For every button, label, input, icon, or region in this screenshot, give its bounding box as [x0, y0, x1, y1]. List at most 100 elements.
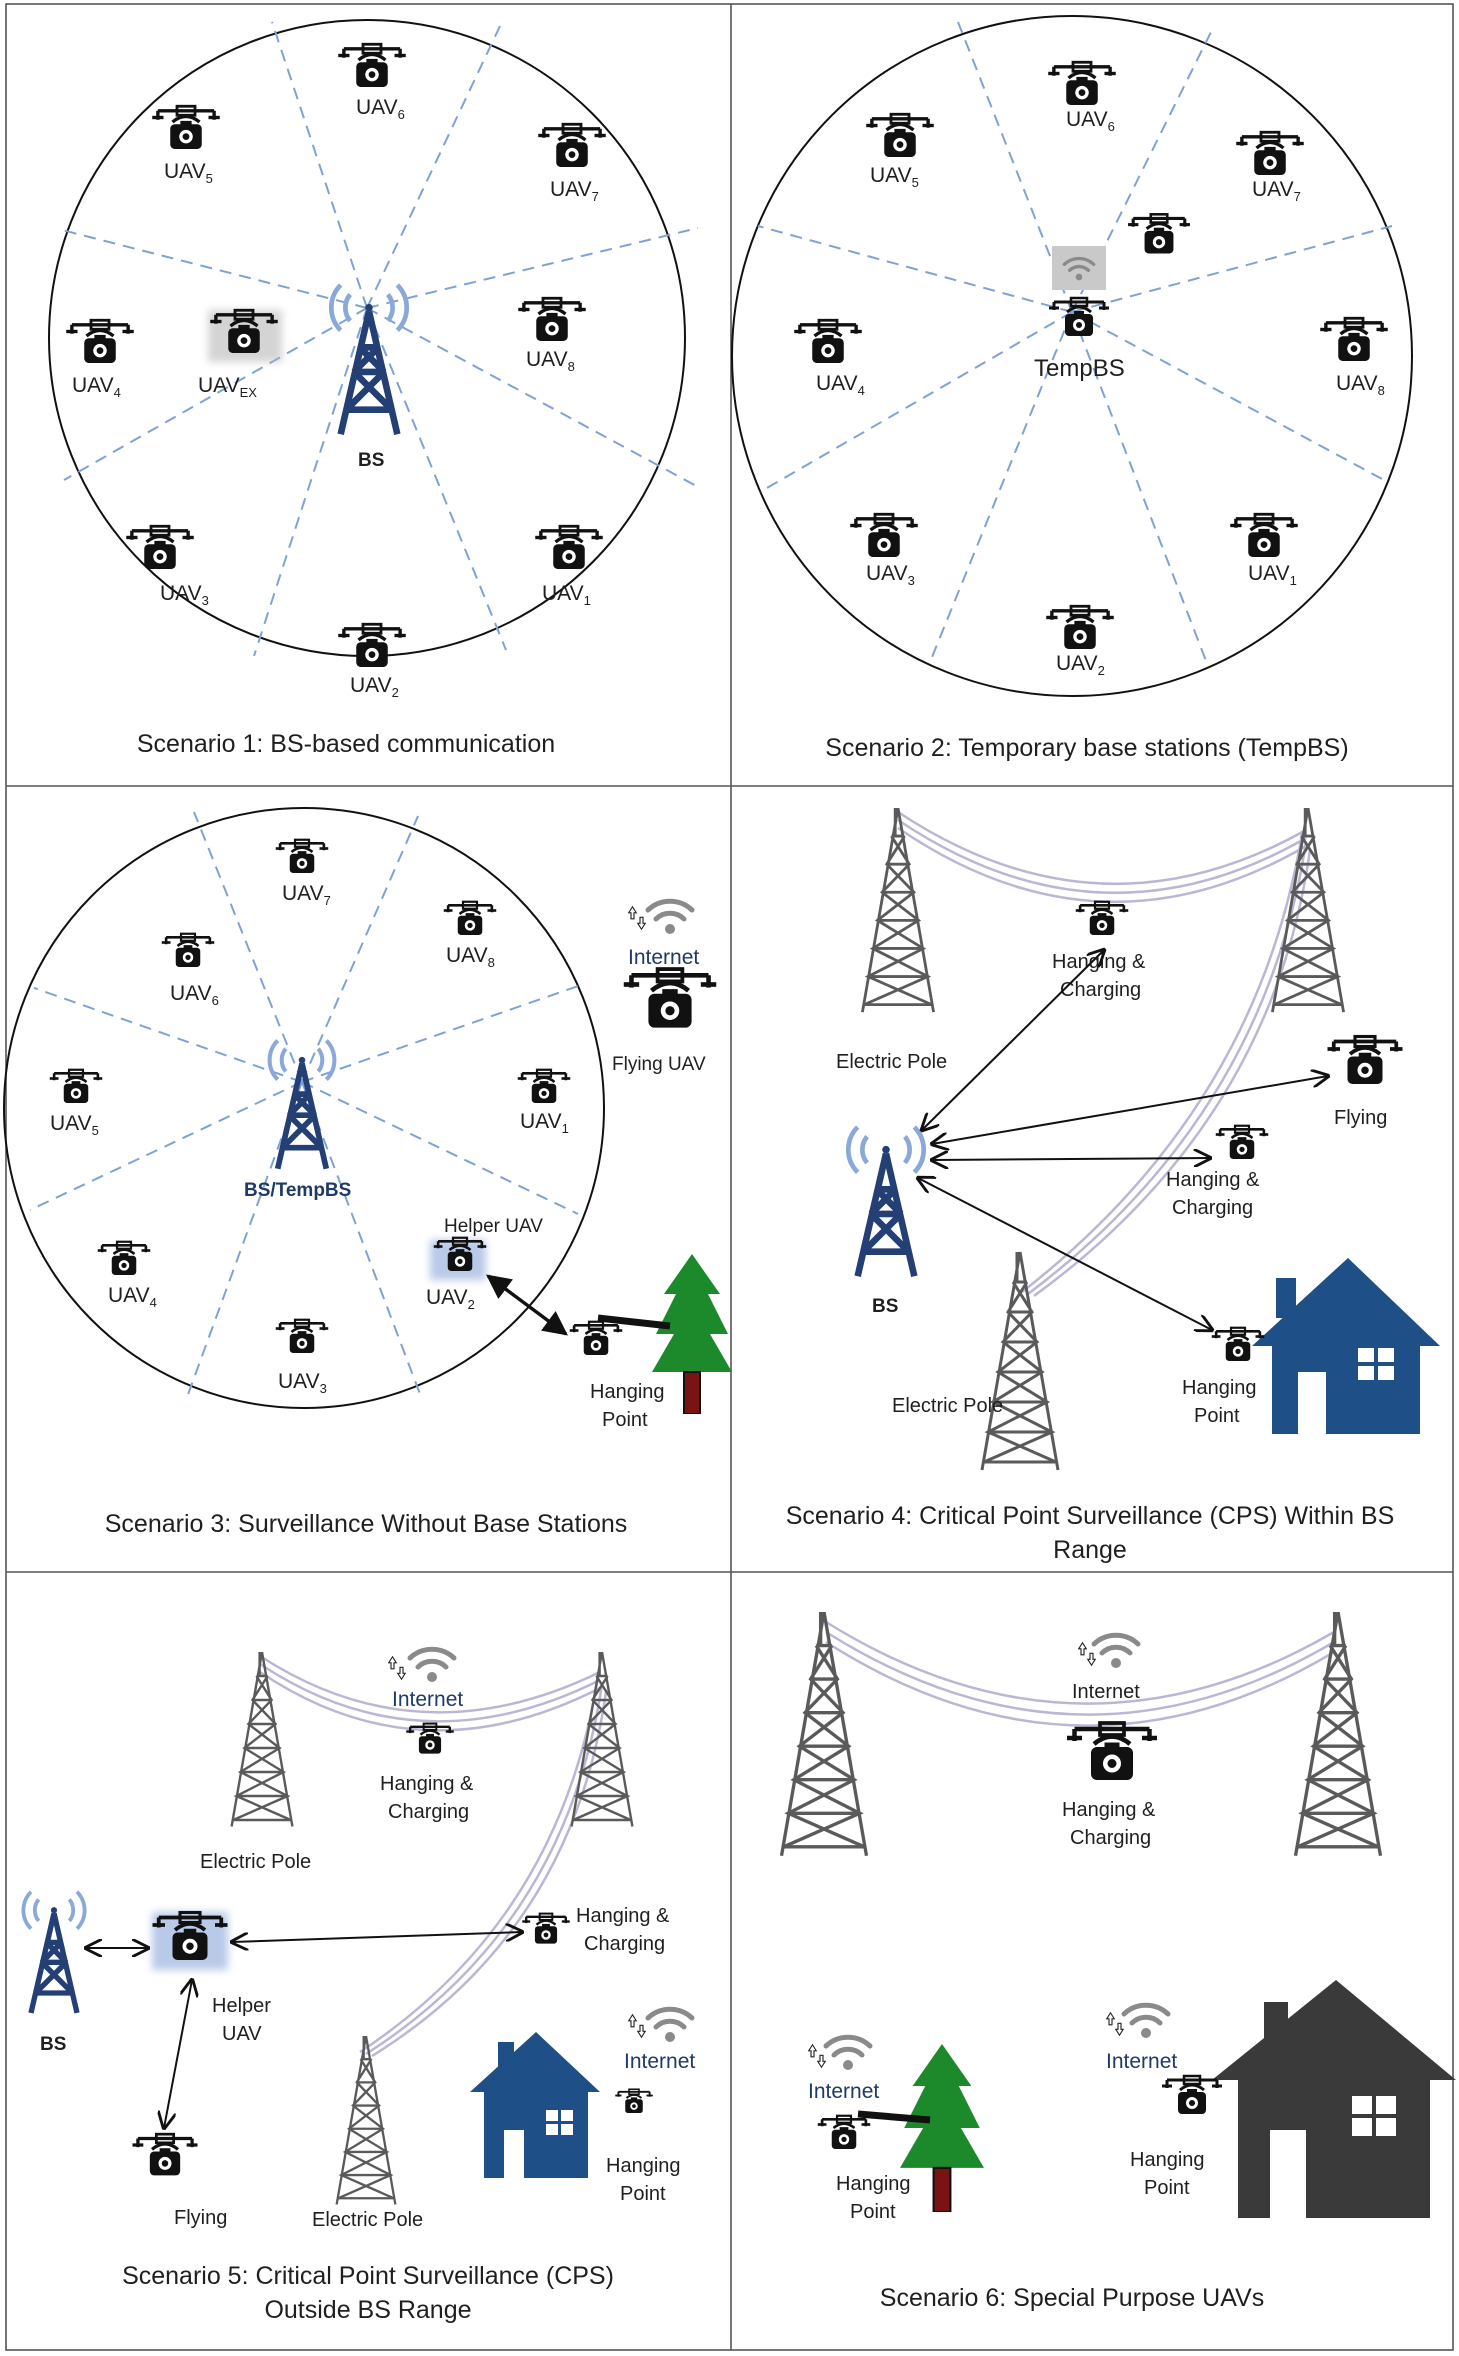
- uav1-label: UAV1: [520, 1110, 569, 1136]
- scenario-4-panel: Electric Pole Electric Pole BS Hanging &…: [786, 808, 1440, 1564]
- scenario-4-caption-2: Range: [1053, 1536, 1127, 1564]
- coverage-circle: [731, 15, 1413, 697]
- uav7-label: UAV7: [1252, 178, 1301, 204]
- hanging-charging-label-3: Hanging &: [1166, 1169, 1260, 1191]
- hanging-point-label-1: Hanging: [1182, 1377, 1257, 1399]
- coverage-circle: [3, 807, 605, 1409]
- uav7-drone-icon: [1234, 130, 1306, 177]
- sector-lines: [61, 21, 701, 657]
- uav7-drone-icon: [536, 122, 608, 169]
- uav2-label: UAV2: [350, 674, 399, 700]
- tempbs-label: TempBS: [1034, 355, 1125, 382]
- house-icon: [1252, 1258, 1440, 1434]
- internet-label: Internet: [1072, 1681, 1140, 1703]
- internet-label-2: Internet: [624, 2050, 695, 2073]
- uav4-label: UAV4: [108, 1284, 157, 1310]
- scenario-3-caption: Scenario 3: Surveillance Without Base St…: [105, 1510, 628, 1538]
- hanging-drone-icon-2: [521, 1912, 571, 1945]
- scenario-6-panel: Internet Hanging & Charging Internet Han…: [779, 1612, 1456, 2312]
- scenario-1-panel: BS UAV1 UAV2 UAV3 UAV4 UAV5 UAV6 UAV7 UA…: [48, 19, 701, 758]
- uav1-drone-icon: [516, 1068, 572, 1105]
- flying-label: Flying: [174, 2207, 227, 2229]
- electric-pole-icon: [860, 808, 936, 1014]
- electric-pole-label: Electric Pole: [836, 1051, 947, 1073]
- power-lines: [825, 1620, 1335, 1727]
- uav6-label: UAV6: [356, 96, 405, 122]
- electric-pole-label-lower: Electric Pole: [892, 1395, 1003, 1417]
- uav5-label: UAV5: [164, 160, 213, 186]
- scenario-5-caption-1: Scenario 5: Critical Point Surveillance …: [122, 2262, 614, 2290]
- electric-pole-icon: [1293, 1612, 1383, 1858]
- helper-uav-label-2: UAV: [222, 2023, 262, 2045]
- uav4-drone-icon: [64, 318, 136, 365]
- helper-uav-label-1: Helper: [212, 1995, 271, 2017]
- bs-label: BS: [358, 450, 384, 471]
- uav6-drone-icon: [1046, 60, 1118, 107]
- sector-lines: [29, 811, 585, 1401]
- internet-wifi-icon: [410, 1649, 454, 1682]
- electric-pole-label: Electric Pole: [200, 1851, 311, 1873]
- electric-pole-icon: [1270, 808, 1346, 1014]
- hanging-point-label-2: Point: [620, 2183, 666, 2205]
- flying-uav-label: Flying UAV: [612, 1054, 706, 1075]
- uav2-drone-icon: [336, 622, 408, 669]
- hanging-drone-icon: [1074, 900, 1130, 937]
- uav3-drone-icon: [274, 1318, 330, 1355]
- uav8-drone-icon: [1318, 316, 1390, 363]
- hanging-charging-label-2: Charging: [388, 1801, 469, 1823]
- hanging-charging-label-4: Charging: [1172, 1197, 1253, 1219]
- hanging-point-label-2: Point: [602, 1409, 648, 1431]
- uav4-label: UAV4: [816, 372, 865, 398]
- hanging-point-label-4: Point: [1144, 2177, 1190, 2199]
- uav4-drone-icon: [792, 318, 864, 365]
- scenario-6-caption: Scenario 6: Special Purpose UAVs: [880, 2284, 1264, 2312]
- internet-wifi-icon: [648, 901, 692, 934]
- uav3-drone-icon: [848, 512, 920, 559]
- hanging-point-label-1: Hanging: [836, 2173, 911, 2195]
- uav3-label: UAV3: [278, 1370, 327, 1396]
- uav5-label: UAV5: [870, 164, 919, 190]
- hanging-point-label-1: Hanging: [606, 2155, 681, 2177]
- uav2-drone-icon: [1044, 604, 1116, 651]
- hanging-branch: [597, 1314, 671, 1330]
- internet-wifi-icon-2: [648, 2009, 692, 2042]
- internet-label-3: Internet: [1106, 2050, 1177, 2073]
- scenario-3-panel: BS/TempBS UAV1 Helper UAV UAV2 UAV3 UAV4…: [3, 807, 732, 1538]
- uav1-drone-icon: [1228, 512, 1300, 559]
- hanging-branch: [857, 2110, 931, 2124]
- hanging-drone-icon-2: [1214, 1124, 1270, 1161]
- internet-wifi-icon-3: [1124, 2005, 1168, 2038]
- bs-tower-icon: [331, 285, 406, 434]
- hanging-point-label-2: Point: [1194, 1405, 1240, 1427]
- scenario-2-caption: Scenario 2: Temporary base stations (Tem…: [825, 734, 1348, 762]
- hanging-point-label-1: Hanging: [590, 1381, 665, 1403]
- helper-uav-label: Helper UAV: [444, 1216, 543, 1237]
- internet-updown-icon: [628, 906, 646, 930]
- electric-pole-label-lower: Electric Pole: [312, 2209, 423, 2231]
- house-icon: [1212, 1980, 1456, 2218]
- uav7-label: UAV7: [282, 882, 331, 908]
- uavex-label: UAVEX: [198, 374, 257, 400]
- bs-tempbs-tower-icon: [270, 1041, 335, 1169]
- flying-label: Flying: [1334, 1107, 1387, 1129]
- internet-label-2: Internet: [808, 2080, 879, 2103]
- internet-label: Internet: [628, 946, 699, 969]
- extra-drone-icon: [1126, 212, 1192, 256]
- hanging-point-drone-icon-2: [1160, 2074, 1224, 2116]
- internet-updown-icon-2: [808, 2044, 826, 2068]
- uav5-drone-icon: [150, 104, 222, 151]
- uav7-drone-icon: [274, 838, 330, 875]
- scenario-5-panel: Electric Pole Electric Pole Internet Han…: [23, 1649, 695, 2324]
- uav3-label: UAV3: [160, 582, 209, 608]
- uav2-label: UAV2: [1056, 652, 1105, 678]
- hanging-drone-icon: [1067, 1723, 1157, 1780]
- uav8-label: UAV8: [1336, 372, 1385, 398]
- uav1-label: UAV1: [1248, 562, 1297, 588]
- uav5-drone-icon: [864, 112, 936, 159]
- uav7-label: UAV7: [550, 178, 599, 204]
- flying-drone-icon: [130, 2132, 200, 2177]
- flying-uav-drone-icon: [624, 969, 717, 1028]
- uav4-drone-icon: [96, 1240, 152, 1277]
- electric-pole-icon: [980, 1250, 1060, 1472]
